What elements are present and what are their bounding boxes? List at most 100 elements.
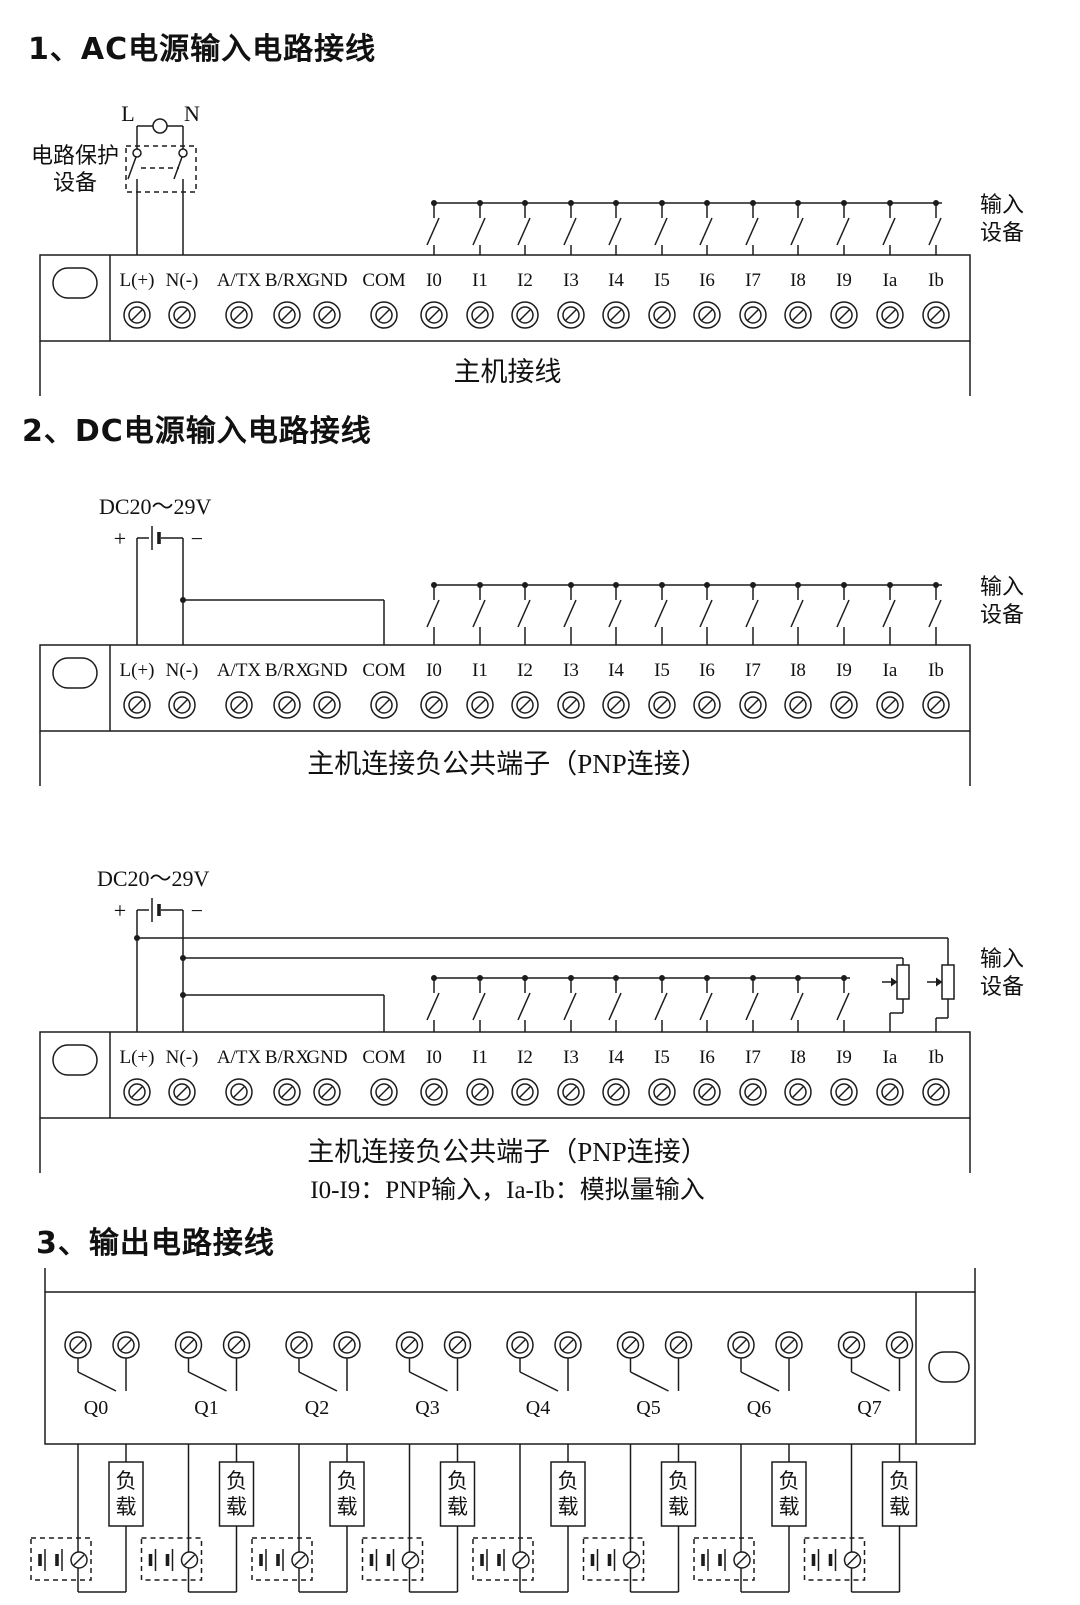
terminal-label: Ib <box>928 660 944 681</box>
screw-terminal-icon <box>664 1331 693 1359</box>
terminal-label: I5 <box>654 660 670 681</box>
mounting-slot-icon <box>52 657 98 689</box>
terminal-strip-body <box>39 644 971 732</box>
output-channel: Q1 负载 <box>140 1331 255 1593</box>
load-label: 载 <box>337 1495 358 1519</box>
power-source-box <box>361 1537 424 1581</box>
power-source-box <box>251 1537 313 1581</box>
screw-terminal-icon <box>395 1331 424 1359</box>
input-switch-icon <box>563 582 577 645</box>
input-switch-icon <box>608 582 622 645</box>
screw-terminal-icon <box>225 691 253 719</box>
terminal-label: I0 <box>426 270 442 291</box>
screw-terminal-icon <box>370 301 398 329</box>
input-switch-icon <box>836 975 850 1032</box>
input-switch-icon <box>882 582 896 645</box>
input-device-label: 输入 <box>980 946 1024 971</box>
load-box: 负载 <box>218 1461 255 1527</box>
screw-terminal-icon <box>784 1078 812 1106</box>
terminal-label: I9 <box>836 270 852 291</box>
terminal-strip-body <box>39 254 971 342</box>
section-ac-heading: 1、AC电源输入电路接线 <box>28 32 377 67</box>
ac-source-icon <box>291 1551 309 1569</box>
screw-terminal-icon <box>693 691 721 719</box>
screw-terminal-icon <box>168 301 196 329</box>
screw-terminal-icon <box>739 691 767 719</box>
screw-terminal-icon <box>693 301 721 329</box>
load-box: 负载 <box>660 1461 697 1527</box>
screw-terminal-icon <box>922 301 950 329</box>
screw-terminal-icon <box>648 691 676 719</box>
screw-terminal-icon <box>557 691 585 719</box>
screw-terminal-icon <box>511 1078 539 1106</box>
terminal-label: GND <box>306 1047 347 1068</box>
terminal-label: I1 <box>472 270 488 291</box>
screw-terminal-icon <box>420 1078 448 1106</box>
terminal-label: I1 <box>472 1047 488 1068</box>
screw-terminal-icon <box>285 1331 313 1359</box>
terminal-label: N(-) <box>166 1047 199 1068</box>
input-switch-icon <box>790 582 804 645</box>
load-label: 负 <box>337 1469 358 1493</box>
load-label: 负 <box>779 1469 800 1493</box>
load-label: 负 <box>558 1469 579 1493</box>
screw-terminal-icon <box>602 1078 630 1106</box>
input-switch-icon <box>836 200 850 255</box>
load-label: 负 <box>116 1469 137 1493</box>
screw-terminal-icon <box>876 301 904 329</box>
terminal-label: I0 <box>426 1047 442 1068</box>
load-box: 负载 <box>108 1461 144 1527</box>
input-switch-icon <box>426 582 440 645</box>
terminal-label: Ib <box>928 270 944 291</box>
potentiometer-icon <box>927 964 955 1000</box>
section-output-heading: 3、输出电路接线 <box>36 1226 275 1261</box>
dc-battery-icon: +− <box>114 526 203 551</box>
screw-terminal-icon <box>123 1078 151 1106</box>
input-switch-icon <box>563 200 577 255</box>
minus-label: − <box>191 898 203 923</box>
terminal-label: N(-) <box>166 660 199 681</box>
input-switch-icon <box>517 200 531 255</box>
output-channel-label: Q6 <box>747 1397 771 1419</box>
terminal-label: I5 <box>654 1047 670 1068</box>
dc-diagram2-caption: 主机连接负公共端子（PNP连接） <box>307 1137 708 1167</box>
load-label: 负 <box>226 1469 247 1493</box>
terminal-label: GND <box>306 270 347 291</box>
terminal-label: I5 <box>654 270 670 291</box>
terminal-label: I8 <box>790 270 806 291</box>
screw-terminal-icon <box>273 691 301 719</box>
input-switch-icon <box>563 975 577 1032</box>
screw-terminal-icon <box>225 1078 253 1106</box>
screw-terminal-icon <box>420 691 448 719</box>
input-switch-icon <box>745 582 759 645</box>
load-label: 载 <box>447 1495 468 1519</box>
power-source-box <box>582 1537 645 1581</box>
terminal-label: I9 <box>836 660 852 681</box>
input-device-label: 输入 <box>980 574 1024 599</box>
screw-terminal-icon <box>443 1331 472 1359</box>
output-channel-label: Q1 <box>194 1397 218 1419</box>
mounting-slot-icon <box>52 267 98 299</box>
output-channel-label: Q4 <box>526 1397 550 1419</box>
terminal-label: COM <box>362 270 405 291</box>
screw-terminal-icon <box>273 301 301 329</box>
load-label: 负 <box>668 1469 689 1493</box>
input-bus <box>426 975 850 1032</box>
screw-terminal-icon <box>876 1078 904 1106</box>
screw-terminal-icon <box>168 1078 196 1106</box>
ac-source-icon <box>70 1551 88 1569</box>
power-source-box <box>140 1537 203 1581</box>
dc-supply-label: DC20～29V <box>97 866 210 891</box>
screw-terminal-icon <box>313 301 341 329</box>
input-switch-icon <box>745 975 759 1032</box>
input-device-label: 设备 <box>980 974 1024 999</box>
screw-terminal-icon <box>222 1331 251 1359</box>
terminal-label: L(+) <box>120 660 155 681</box>
power-source-box <box>803 1537 866 1581</box>
terminal-label: I4 <box>608 660 624 681</box>
terminal-label: I2 <box>517 270 533 291</box>
